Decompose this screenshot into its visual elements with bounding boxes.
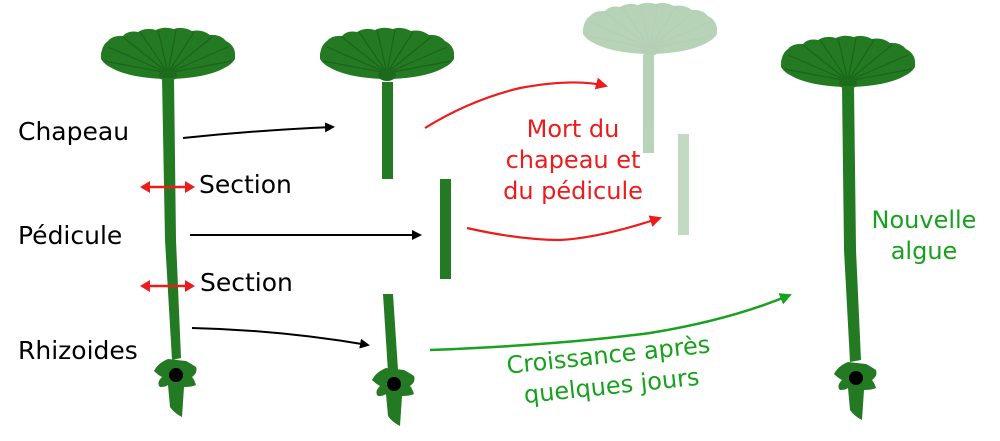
cap-icon bbox=[319, 27, 455, 82]
rhizoid-nucleus-icon bbox=[834, 362, 877, 420]
death-line-3: du pédicule bbox=[503, 177, 643, 205]
arrow-death-pedicule bbox=[466, 215, 662, 242]
cap-icon bbox=[780, 35, 916, 90]
label-rhizoides: Rhizoides bbox=[18, 336, 138, 365]
stalk-icon bbox=[842, 86, 861, 362]
pedicule-fragment bbox=[440, 179, 451, 279]
label-section-1: Section bbox=[199, 170, 292, 199]
arrow-chapeau bbox=[182, 122, 335, 139]
cap-fragment bbox=[319, 27, 455, 179]
cap-icon bbox=[100, 27, 236, 82]
section-marker-2 bbox=[140, 280, 195, 292]
dead-pedicule-fragment bbox=[678, 134, 689, 235]
stalk-icon bbox=[382, 82, 393, 179]
arrow-growth bbox=[429, 293, 792, 352]
stalk-icon bbox=[643, 55, 654, 153]
death-annotation: Mort du chapeau et du pédicule bbox=[478, 114, 668, 207]
arrow-rhizoides bbox=[191, 327, 370, 349]
rhizoid-fragment bbox=[372, 294, 415, 426]
death-line-2: chapeau et bbox=[505, 146, 641, 174]
dead-cap-fragment bbox=[582, 2, 718, 153]
new-alga bbox=[780, 35, 916, 420]
new-alga-line-2: algue bbox=[890, 237, 958, 265]
stalk-icon bbox=[383, 294, 398, 372]
rhizoid-nucleus-icon bbox=[154, 359, 197, 417]
new-alga-line-1: Nouvelle bbox=[871, 206, 977, 234]
rhizoid-nucleus-icon bbox=[372, 368, 415, 426]
stalk-icon bbox=[162, 78, 181, 360]
death-line-1: Mort du bbox=[526, 115, 620, 143]
cap-icon bbox=[582, 2, 718, 57]
new-alga-annotation: Nouvelle algue bbox=[862, 205, 986, 267]
original-alga bbox=[100, 27, 236, 417]
label-pedicule: Pédicule bbox=[18, 221, 123, 250]
label-section-2: Section bbox=[200, 268, 293, 297]
arrow-death-cap bbox=[424, 77, 608, 129]
section-marker-1 bbox=[140, 181, 195, 193]
label-chapeau: Chapeau bbox=[18, 117, 130, 146]
